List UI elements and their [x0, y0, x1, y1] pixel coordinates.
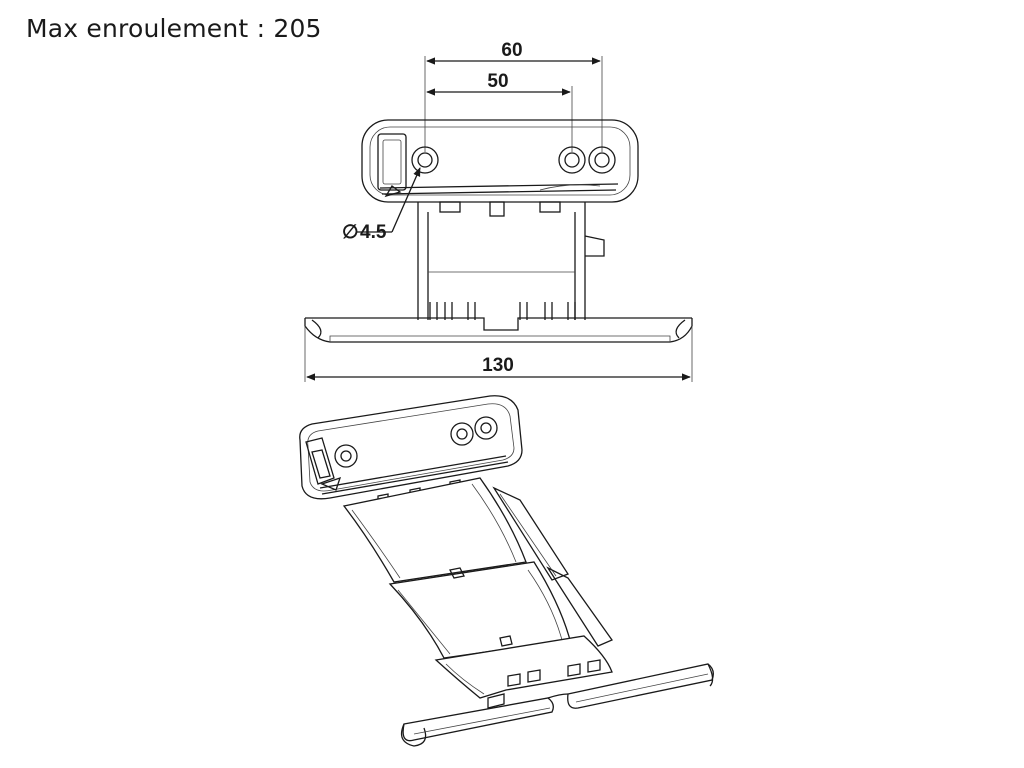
front-view: 60 50	[304, 40, 693, 382]
hole-right	[588, 146, 616, 174]
iso-segment-3	[434, 635, 613, 699]
hole-middle	[558, 146, 586, 174]
strap-body	[417, 202, 605, 320]
dimension-diameter: ∅ 4.5	[342, 167, 421, 243]
dimension-130-label: 130	[482, 355, 514, 376]
isometric-view	[299, 395, 714, 747]
iso-head-plate	[299, 395, 523, 502]
dimension-130: 130	[304, 326, 693, 382]
page-title: Max enroulement : 205	[26, 14, 322, 43]
head-plate	[361, 119, 639, 217]
dimension-50: 50	[426, 71, 573, 152]
hole-left	[411, 146, 439, 174]
dimension-60: 60	[424, 40, 603, 152]
iso-bottom-bar	[400, 663, 714, 747]
bottom-bar	[304, 317, 693, 343]
dimension-diameter-label: 4.5	[360, 222, 387, 243]
dimension-60-label: 60	[501, 40, 522, 61]
iso-segment-1	[342, 477, 569, 583]
diameter-symbol: ∅	[342, 222, 359, 243]
dimension-50-label: 50	[487, 71, 508, 92]
